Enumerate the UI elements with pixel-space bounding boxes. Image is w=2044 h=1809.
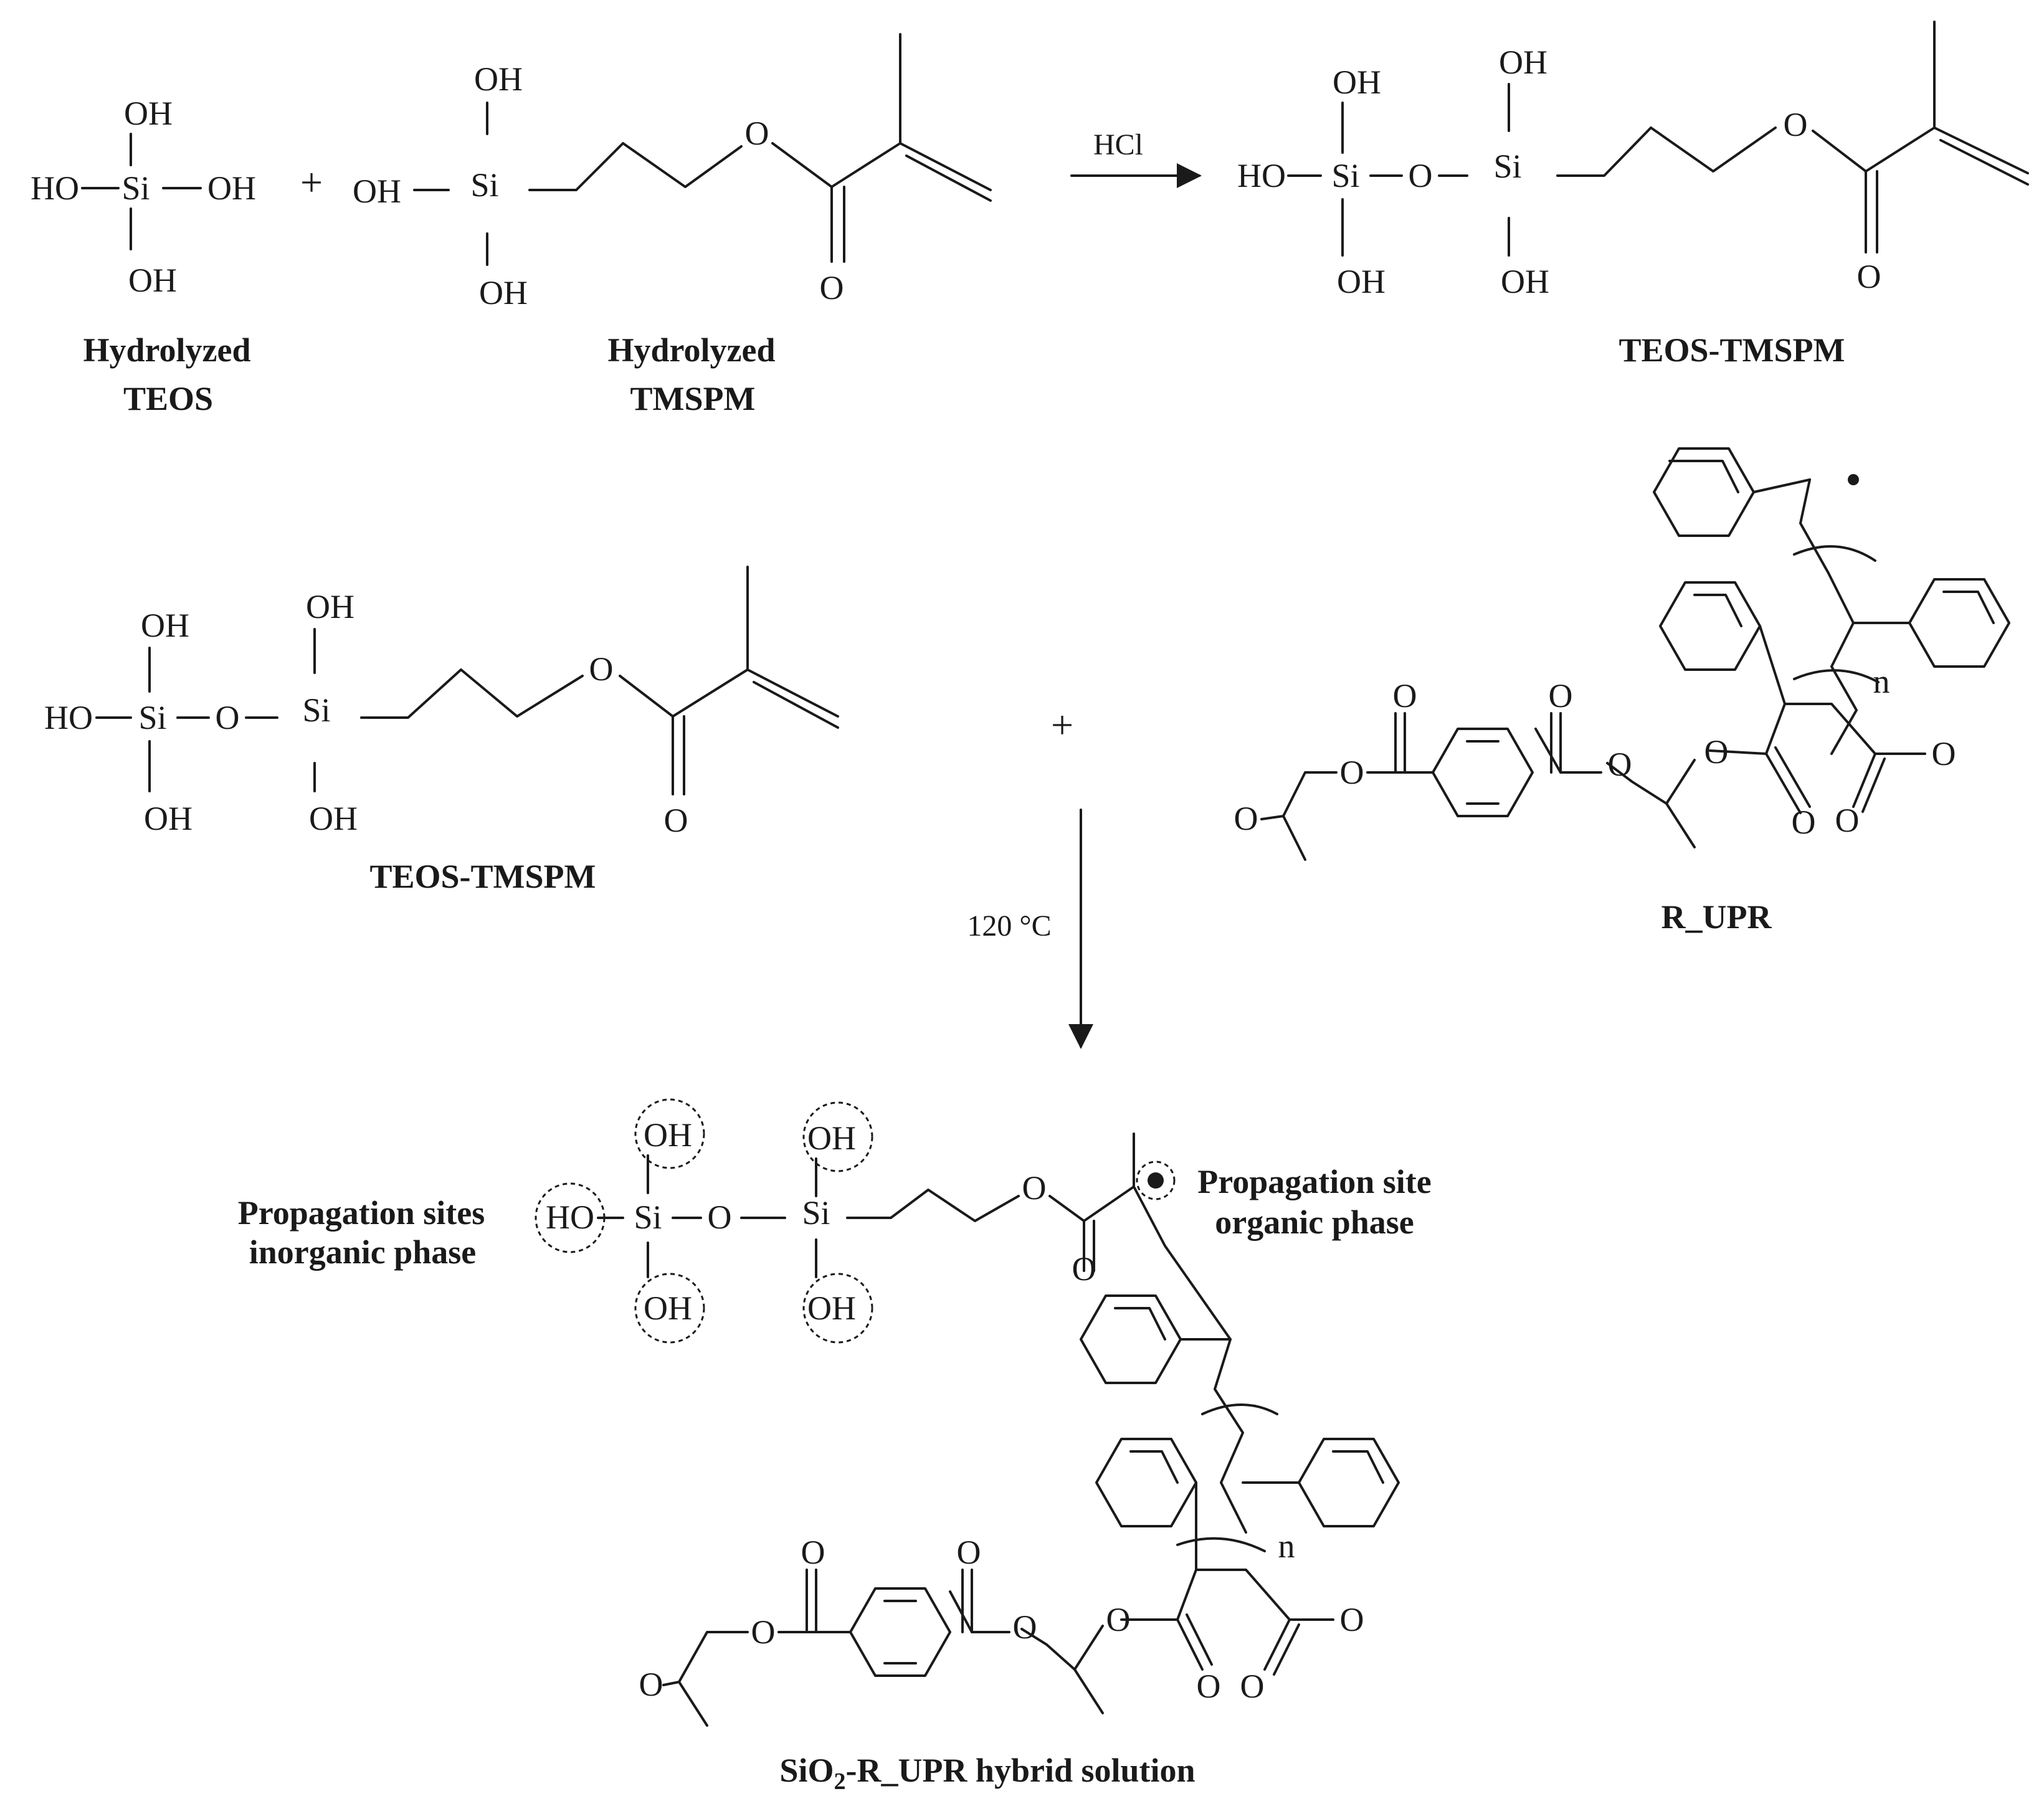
atom-o: O [1072, 1250, 1096, 1288]
hybrid-structure: OH HO Si O OH OH Si OH O O [535, 1098, 1400, 1727]
atom-o: O [1784, 106, 1808, 143]
atom-si: Si [470, 166, 498, 204]
propagation-site-circle [634, 1273, 705, 1344]
atom-o: O [1409, 157, 1433, 194]
atom-ho: HO [546, 1199, 594, 1236]
atom-o: O [1234, 800, 1258, 837]
atom-si: Si [302, 691, 330, 729]
label-propagation-inorganic-line2: inorganic phase [249, 1233, 477, 1271]
label-teos-tmspm-middle: TEOS-TMSPM [369, 858, 596, 895]
label-product: SiO2-R_UPR hybrid solution [779, 1752, 1195, 1795]
label-teos-tmspm-top: TEOS-TMSPM [1619, 331, 1845, 369]
label-hydrolyzed-teos-line2: TEOS [123, 380, 213, 417]
atom-oh: OH [644, 1289, 692, 1327]
label-propagation-organic-line2: organic phase [1215, 1204, 1414, 1241]
atom-n: n [1278, 1527, 1295, 1565]
atom-o: O [1704, 733, 1729, 771]
atom-oh: OH [1337, 263, 1386, 300]
propagation-site-circle [802, 1101, 873, 1172]
label-propagation-organic-line1: Propagation site [1197, 1163, 1432, 1200]
atom-o: O [1340, 1601, 1364, 1638]
atom-si: Si [121, 169, 150, 207]
atom-o: O [745, 115, 769, 152]
atom-si: Si [1331, 157, 1359, 194]
plus-sign: + [1051, 703, 1073, 747]
atom-oh: OH [124, 95, 173, 132]
atom-o: O [1835, 802, 1860, 839]
teos-tmspm-structure-middle: OH HO Si O OH OH Si OH O O [44, 566, 839, 839]
atom-o: O [820, 269, 844, 306]
atom-oh: OH [807, 1119, 856, 1157]
atom-oh: OH [644, 1116, 692, 1154]
label-propagation-inorganic-line1: Propagation sites [238, 1194, 485, 1232]
atom-oh: OH [479, 274, 528, 311]
atom-si: Si [802, 1194, 830, 1232]
atom-o: O [1197, 1668, 1221, 1705]
atom-oh: OH [1501, 263, 1549, 300]
reagent-hcl: HCl [1093, 128, 1143, 161]
label-hydrolyzed-tmspm-line2: TMSPM [630, 380, 756, 417]
propagation-site-circle [802, 1273, 873, 1344]
atom-o: O [664, 802, 688, 839]
label-r-upr: R_UPR [1661, 898, 1772, 936]
atom-o: O [751, 1613, 776, 1651]
radical-dot [1848, 474, 1859, 485]
propagation-site-circle [1136, 1161, 1176, 1200]
atom-ho: HO [1237, 157, 1286, 194]
atom-o: O [1549, 677, 1573, 715]
radical-dot [1148, 1172, 1164, 1189]
atom-o: O [957, 1534, 981, 1571]
atom-oh: OH [306, 588, 354, 625]
atom-o: O [1240, 1668, 1265, 1705]
atom-oh: OH [207, 169, 256, 207]
atom-o: O [216, 699, 240, 736]
atom-o: O [639, 1666, 663, 1703]
atom-oh: OH [474, 60, 523, 98]
atom-o: O [1106, 1601, 1131, 1638]
atom-si: Si [138, 699, 166, 736]
atom-oh: OH [807, 1289, 856, 1327]
propagation-site-circle [634, 1098, 705, 1169]
atom-o: O [1013, 1608, 1037, 1646]
atom-ho: HO [44, 699, 93, 736]
atom-o: O [1792, 804, 1816, 841]
atom-o: O [1393, 677, 1417, 715]
atom-o: O [1340, 754, 1364, 791]
atom-oh: OH [1333, 64, 1381, 101]
atom-oh: OH [128, 262, 177, 299]
atom-oh: OH [309, 800, 358, 837]
atom-oh: OH [1499, 44, 1547, 81]
hydrolyzed-teos-structure: OH HO Si OH OH [31, 95, 256, 299]
atom-si: Si [1493, 148, 1521, 185]
hydrolyzed-tmspm-structure: OH OH Si OH O O [353, 33, 992, 311]
atom-o: O [1932, 735, 1956, 772]
teos-tmspm-structure-top: OH HO Si O OH OH Si OH O O [1237, 21, 2029, 300]
atom-o: O [708, 1199, 732, 1236]
atom-o: O [1608, 746, 1632, 783]
atom-si: Si [634, 1199, 662, 1236]
atom-n: n [1873, 663, 1890, 700]
atom-oh: OH [144, 800, 193, 837]
label-hydrolyzed-teos-line1: Hydrolyzed [83, 331, 251, 369]
atom-oh: OH [353, 173, 401, 210]
label-hydrolyzed-tmspm-line1: Hydrolyzed [608, 331, 776, 369]
condition-temperature: 120 °C [967, 909, 1051, 942]
atom-o: O [589, 650, 614, 688]
atom-o: O [801, 1534, 825, 1571]
atom-oh: OH [141, 607, 189, 644]
atom-o: O [1857, 258, 1881, 295]
atom-o: O [1022, 1169, 1047, 1207]
plus-sign: + [300, 160, 323, 204]
atom-ho: HO [31, 169, 79, 207]
r-upr-structure: n O O O O O O O O [1234, 447, 2010, 861]
